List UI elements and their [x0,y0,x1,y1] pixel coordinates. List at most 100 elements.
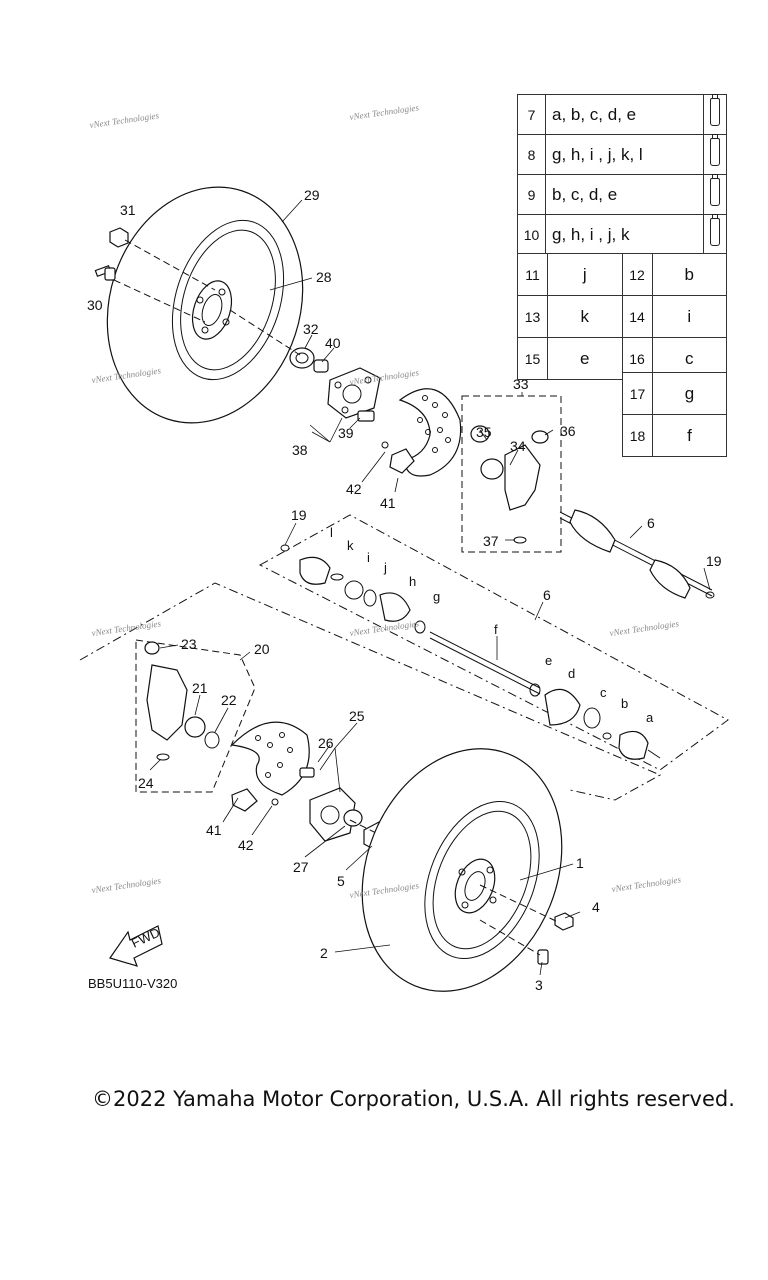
callout-4: 4 [592,899,600,915]
callout-37: 37 [483,533,499,549]
callout-35: 35 [476,424,492,440]
legend-row: 7 a, b, c, d, e [517,94,727,135]
code-row: 17 g [622,372,727,415]
collar-40 [313,359,329,373]
callout-28: 28 [316,269,332,285]
parts-code-table: 11 j 12 b 13 k 14 i 15 e 16 c [517,253,727,380]
watermark: vNext Technologies [611,874,682,894]
callout-36: 36 [560,423,576,439]
callout-30: 30 [87,297,103,313]
callout-5: 5 [337,873,345,889]
callout-42-upper: 42 [346,481,362,497]
code-num: 15 [517,337,548,380]
callout-letters: l k i j h g f e d c b a [330,525,654,725]
letter-k: k [347,538,354,553]
lower-wheel [361,748,563,992]
legend-num: 8 [517,134,546,175]
callout-40: 40 [325,335,341,351]
code-letter: i [651,295,727,338]
stud-3 [537,949,549,965]
grease-tube-icon [703,174,727,215]
legend-num: 7 [517,94,546,135]
callout-numbers: 29 31 28 30 32 40 33 39 38 35 34 36 42 4… [87,187,722,993]
grease-tube-icon [703,214,727,255]
callout-29: 29 [304,187,320,203]
grease-tube-icon [703,134,727,175]
lower-brake-disc [230,721,310,812]
callout-31: 31 [120,202,136,218]
watermark: vNext Technologies [89,110,160,130]
legend-value: g, h, i , j, k, l [545,134,704,175]
code-num: 13 [517,295,548,338]
watermark: vNext Technologies [609,618,680,638]
callout-19-left: 19 [291,507,307,523]
letter-b: b [621,696,628,711]
callout-20: 20 [254,641,270,657]
parts-code-table-tail: 17 g 18 f [622,372,727,457]
copyright-notice: ©2022 Yamaha Motor Corporation, U.S.A. A… [92,1087,735,1111]
code-row: 18 f [622,414,727,457]
callout-41-lower: 41 [206,822,222,838]
callout-34: 34 [510,438,526,454]
knuckle-lower [144,641,220,761]
nut-4 [554,912,574,931]
callout-6-lower: 6 [543,587,551,603]
code-num: 18 [622,414,653,457]
callout-1: 1 [576,855,584,871]
hub-lower [299,767,356,842]
code-num: 12 [621,253,653,296]
shaft-components [280,544,661,760]
letter-a: a [646,710,654,725]
legend-value: b, c, d, e [545,174,704,215]
callout-3: 3 [535,977,543,993]
code-letter: f [652,414,727,457]
code-num: 11 [517,253,548,296]
letter-g: g [433,589,440,604]
code-row: 13 k 14 i [517,295,727,338]
legend-value: a, b, c, d, e [545,94,704,135]
legend-row: 10 g, h, i , j, k [517,214,727,255]
legend-row: 9 b, c, d, e [517,174,727,215]
leader-lines [149,199,711,976]
callout-25: 25 [349,708,365,724]
code-num: 17 [622,372,653,415]
legend-num: 10 [517,214,546,255]
callout-42-lower: 42 [238,837,254,853]
code-row: 11 j 12 b [517,253,727,296]
code-num: 14 [621,295,653,338]
fwd-arrow: FWD [109,925,163,967]
watermark: vNext Technologies [349,102,420,122]
bolt-39 [357,410,375,422]
drive-shaft-upper [559,509,715,599]
callout-32: 32 [303,321,319,337]
code-letter: k [547,295,623,338]
bearing-32 [289,347,315,369]
code-letter: g [652,372,727,415]
legend-num: 9 [517,174,546,215]
letter-f: f [494,622,498,637]
watermark: vNext Technologies [349,618,420,638]
callout-22: 22 [221,692,237,708]
diagram-code: BB5U110-V320 [88,976,178,991]
upper-wheel [106,186,304,424]
letter-l: l [330,525,333,540]
callout-6-upper: 6 [647,515,655,531]
code-letter: j [547,253,623,296]
callout-19-right: 19 [706,553,722,569]
hub-38 [327,367,381,419]
letter-c: c [600,685,607,700]
callout-26: 26 [318,735,334,751]
callout-2: 2 [320,945,328,961]
letter-j: j [383,560,387,575]
exploded-parts-diagram: FWD [79,102,729,993]
callout-33: 33 [513,376,529,392]
watermark: vNext Technologies [91,875,162,895]
code-letter: e [547,337,623,380]
callout-23: 23 [181,636,197,652]
bearing-27 [343,809,363,827]
callout-27: 27 [293,859,309,875]
lubrication-legend-table: 7 a, b, c, d, e 8 g, h, i , j, k, l 9 b,… [517,94,727,255]
upper-brake-disc [381,388,462,477]
watermark: vNext Technologies [91,618,162,638]
callout-41-upper: 41 [380,495,396,511]
